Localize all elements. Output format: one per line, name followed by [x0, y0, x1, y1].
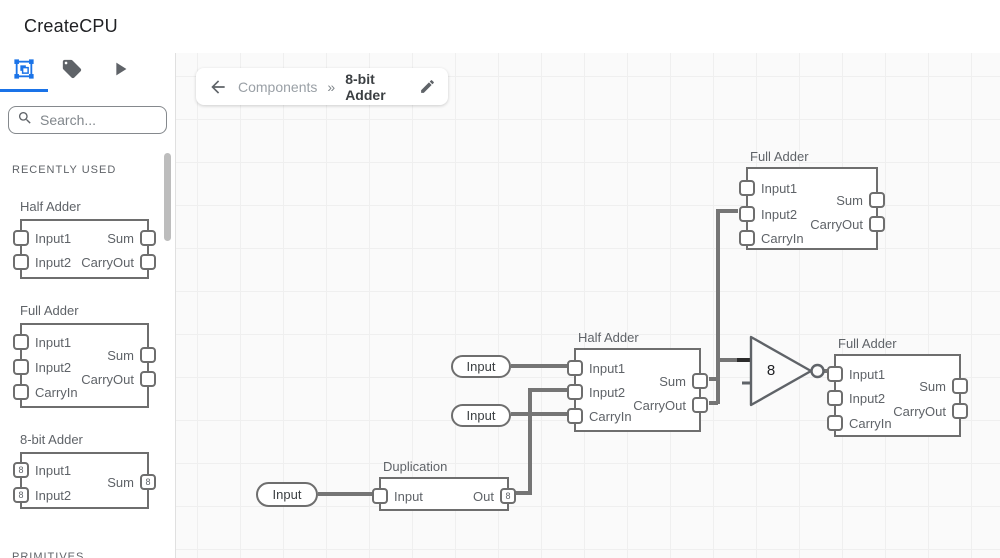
- preview-title-half-adder: Half Adder: [20, 199, 81, 214]
- port-pin[interactable]: [140, 254, 156, 270]
- not-gate-bubble[interactable]: [810, 363, 825, 379]
- wire: [716, 209, 738, 404]
- bus-port-pin[interactable]: 8: [500, 488, 516, 504]
- sidebar-scrollbar[interactable]: [164, 153, 171, 241]
- bus-port-pin[interactable]: 8: [13, 462, 29, 478]
- search-input[interactable]: [40, 112, 150, 128]
- component-preview-full-adder[interactable]: Input1 Input2 CarryIn Sum CarryOut: [13, 323, 156, 408]
- component-preview-half-adder[interactable]: Input1 Input2 Sum CarryOut: [13, 219, 156, 279]
- port-pin[interactable]: [13, 334, 29, 350]
- port-pin[interactable]: [140, 347, 156, 363]
- port-pin[interactable]: [140, 230, 156, 246]
- port-pin[interactable]: [567, 384, 583, 400]
- sidebar-tabs: [0, 53, 175, 92]
- component-select-icon: [13, 58, 35, 85]
- port-pin[interactable]: [692, 397, 708, 413]
- wire: [515, 388, 567, 495]
- section-recently-used: RECENTLY USED: [12, 164, 117, 176]
- node-full-adder-top[interactable]: Full Adder Input1 Input2 CarryIn Sum Car…: [739, 149, 885, 250]
- not-gate-shape[interactable]: [749, 335, 813, 407]
- wires-layer: [318, 209, 828, 496]
- tag-icon: [61, 58, 83, 85]
- input-pill-1[interactable]: Input: [451, 355, 511, 378]
- bus-port-pin[interactable]: 8: [140, 474, 156, 490]
- circuit-canvas[interactable]: 8 Components » 8-bit Adder Full Adder In…: [176, 53, 1000, 558]
- port-pin[interactable]: [140, 371, 156, 387]
- component-sidebar: RECENTLY USED Half Adder Input1 Input2 S…: [0, 53, 176, 558]
- back-button[interactable]: [208, 77, 228, 97]
- breadcrumb-separator: »: [327, 78, 336, 95]
- app-title: CreateCPU: [24, 16, 118, 36]
- input-pill-2[interactable]: Input: [451, 404, 511, 427]
- node-full-adder-right[interactable]: Full Adder Input1 Input2 CarryIn Sum Car…: [827, 336, 968, 437]
- play-icon: [109, 58, 131, 85]
- port-pin[interactable]: [827, 390, 843, 406]
- search-box: [8, 106, 167, 134]
- port-pin[interactable]: [372, 488, 388, 504]
- port-pin[interactable]: [13, 254, 29, 270]
- tab-components[interactable]: [0, 53, 48, 92]
- app-header: CreateCPU: [0, 0, 1000, 53]
- preview-title-full-adder: Full Adder: [20, 303, 79, 318]
- port-pin[interactable]: [13, 359, 29, 375]
- port-pin[interactable]: [692, 373, 708, 389]
- node-half-adder[interactable]: Half Adder Input1 Input2 CarryIn Sum Car…: [567, 330, 708, 432]
- tab-run[interactable]: [96, 53, 144, 92]
- preview-title-8bit-adder: 8-bit Adder: [20, 432, 83, 447]
- breadcrumb-components-link[interactable]: Components: [238, 78, 318, 95]
- port-pin[interactable]: [567, 360, 583, 376]
- not-gate-bus-label: 8: [766, 362, 776, 379]
- edit-name-button[interactable]: [419, 78, 436, 95]
- port-pin[interactable]: [739, 230, 755, 246]
- breadcrumb: Components » 8-bit Adder: [196, 68, 448, 105]
- port-pin[interactable]: [869, 192, 885, 208]
- port-pin[interactable]: [827, 415, 843, 431]
- port-pin[interactable]: [13, 230, 29, 246]
- port-pin[interactable]: [739, 206, 755, 222]
- breadcrumb-current: 8-bit Adder: [345, 70, 386, 103]
- port-pin[interactable]: [952, 403, 968, 419]
- input-pill-3[interactable]: Input: [256, 482, 318, 507]
- port-pin[interactable]: [13, 384, 29, 400]
- tab-tags[interactable]: [48, 53, 96, 92]
- section-primitives: PRIMITIVES: [12, 551, 85, 558]
- port-pin[interactable]: [869, 216, 885, 232]
- search-icon: [17, 110, 33, 131]
- bus-port-pin[interactable]: 8: [13, 487, 29, 503]
- port-pin[interactable]: [952, 378, 968, 394]
- port-pin[interactable]: [739, 180, 755, 196]
- port-pin[interactable]: [567, 408, 583, 424]
- port-pin[interactable]: [827, 366, 843, 382]
